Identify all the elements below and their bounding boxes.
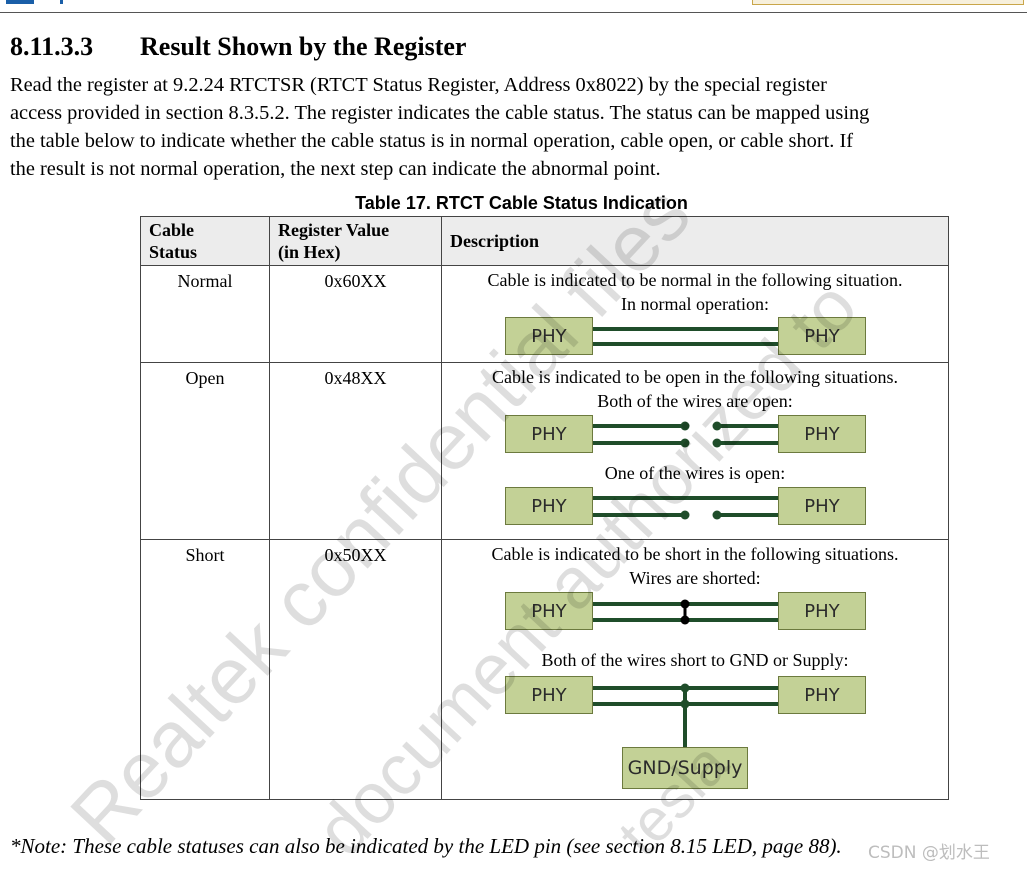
description-text: One of the wires is open: <box>604 463 786 483</box>
value-cell: 0x60XX <box>269 265 442 363</box>
one-wire-open-diagram: PHY PHY <box>442 485 948 529</box>
brand-logo-fragment <box>6 0 34 4</box>
phy-box: PHY <box>505 592 593 630</box>
rtct-status-table: Cable Status Register Value (in Hex) Des… <box>140 216 949 800</box>
register-value-text: 0x50XX <box>324 545 387 565</box>
description-text: In normal operation: <box>621 294 769 314</box>
header-cable-status: Cable Status <box>140 216 270 266</box>
description-text: Cable is indicated to be short in the fo… <box>491 544 899 564</box>
header-text: Register Value <box>278 220 390 240</box>
header-text: Description <box>450 231 539 251</box>
phy-box: PHY <box>505 487 593 525</box>
wire-pair-shorted <box>593 599 778 625</box>
register-value-text: 0x48XX <box>324 368 387 388</box>
both-wires-open-diagram: PHY PHY <box>442 413 948 457</box>
paragraph-line: Read the register at 9.2.24 RTCTSR (RTCT… <box>10 74 827 96</box>
description-cell: Cable is indicated to be open in the fol… <box>441 362 949 540</box>
description-text: Both of the wires are open: <box>597 391 793 411</box>
description-text: Wires are shorted: <box>629 568 761 588</box>
value-cell: 0x48XX <box>269 362 442 540</box>
paragraph-line: access provided in section 8.3.5.2. The … <box>10 102 870 124</box>
description-cell: Cable is indicated to be normal in the f… <box>441 265 949 363</box>
wire-pair-one-open <box>593 496 778 520</box>
gnd-supply-box: GND/Supply <box>622 747 748 789</box>
section-title: Result Shown by the Register <box>140 32 467 61</box>
value-cell: 0x50XX <box>269 539 442 800</box>
register-value-text: 0x60XX <box>324 271 387 291</box>
phy-box: PHY <box>778 592 866 630</box>
description-text: Cable is indicated to be normal in the f… <box>487 270 903 290</box>
section-heading: 8.11.3.3 Result Shown by the Register <box>10 32 466 62</box>
header-text: Cable <box>149 220 194 240</box>
description-text: Both of the wires short to GND or Supply… <box>541 650 849 670</box>
wire-pair <box>593 327 778 346</box>
header-text: Status <box>149 242 198 262</box>
section-number: 8.11.3.3 <box>10 32 94 61</box>
phy-box: PHY <box>778 317 866 355</box>
csdn-credit: CSDN @划水王 <box>868 843 990 863</box>
paragraph-line: the result is not normal operation, the … <box>10 158 661 180</box>
section-paragraph: Read the register at 9.2.24 RTCTSR (RTCT… <box>10 71 1026 183</box>
description-cell: Cable is indicated to be short in the fo… <box>441 539 949 800</box>
footnote: *Note: These cable statuses can also be … <box>10 834 842 858</box>
status-text: Short <box>185 545 225 565</box>
brand-logo-fragment <box>60 0 63 4</box>
phy-box: PHY <box>505 415 593 453</box>
table-row: Open 0x48XX Cable is indicated to be ope… <box>140 362 949 540</box>
wires-shorted-diagram: PHY PHY <box>442 590 948 638</box>
phy-box: PHY <box>778 487 866 525</box>
status-text: Normal <box>177 271 233 291</box>
status-cell: Normal <box>140 265 270 363</box>
normal-operation-diagram: PHY PHY <box>442 316 948 360</box>
paragraph-line: the table below to indicate whether the … <box>10 130 854 152</box>
short-to-gnd-diagram: PHY PHY GND/Supply <box>442 672 948 792</box>
status-cell: Open <box>140 362 270 540</box>
header-text: (in Hex) <box>278 242 341 262</box>
wire-pair-to-gnd <box>593 683 778 748</box>
phy-box: PHY <box>505 317 593 355</box>
header-box <box>752 0 1024 5</box>
header-description: Description <box>441 216 949 266</box>
phy-box: PHY <box>778 676 866 714</box>
phy-box: PHY <box>778 415 866 453</box>
phy-box: PHY <box>505 676 593 714</box>
table-header-row: Cable Status Register Value (in Hex) Des… <box>140 216 949 266</box>
status-cell: Short <box>140 539 270 800</box>
wire-pair-open <box>593 421 778 448</box>
page-header-bar <box>0 0 1027 13</box>
table-row: Short 0x50XX Cable is indicated to be sh… <box>140 539 949 800</box>
status-text: Open <box>185 368 225 388</box>
header-register-value: Register Value (in Hex) <box>269 216 442 266</box>
description-text: Cable is indicated to be open in the fol… <box>492 367 898 387</box>
table-caption: Table 17. RTCT Cable Status Indication <box>355 193 688 213</box>
table-row: Normal 0x60XX Cable is indicated to be n… <box>140 265 949 363</box>
